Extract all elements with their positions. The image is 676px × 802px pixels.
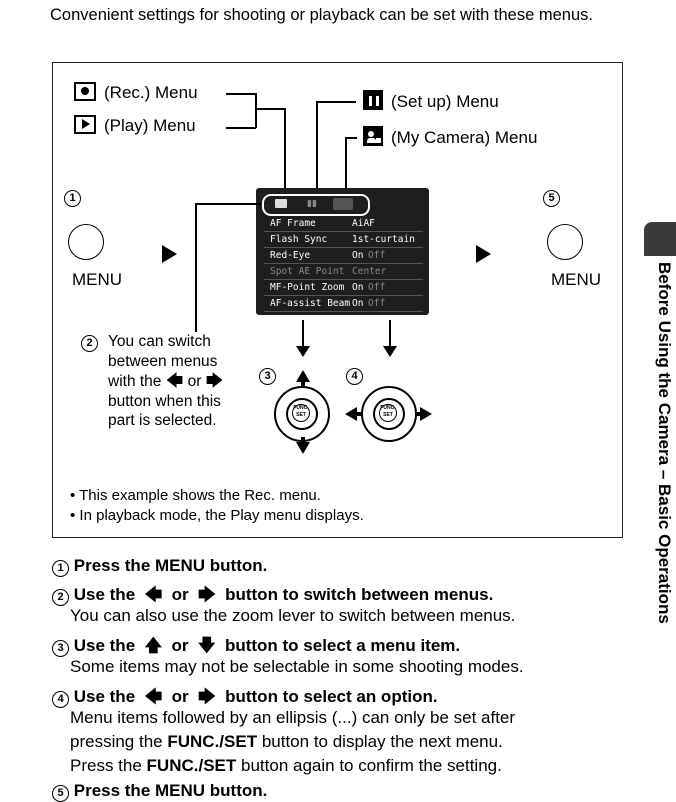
rec-camera-icon (74, 82, 96, 101)
arrow-down-icon (383, 346, 397, 357)
arrow-down-icon (296, 346, 310, 357)
lcd-item-value: 1st-curtain (352, 234, 415, 245)
diagram-frame (52, 62, 623, 538)
note-2: • In playback mode, the Play menu displa… (70, 507, 364, 524)
step-4: 4 Use the 🡄 or 🡆 button to select an opt… (52, 684, 438, 713)
switch-menus-description: You can switch between menus with the 🡄 … (108, 333, 224, 429)
right-arrow-icon: 🡆 (205, 371, 224, 390)
step-3-detail: Some items may not be selectable in some… (70, 657, 524, 676)
arrow-right-icon (476, 245, 491, 263)
step-number-5: 5 (543, 188, 560, 207)
rec-menu-label: (Rec.) Menu (74, 82, 198, 103)
intro-text: Convenient settings for shooting or play… (50, 6, 593, 24)
left-arrow-icon: 🡄 (165, 371, 184, 390)
lcd-item-value: On (352, 250, 364, 261)
step-number-4: 4 (346, 366, 363, 385)
control-dial-ring (373, 398, 405, 430)
up-arrow-icon: 🡅 (144, 636, 163, 655)
step-1: 1 Press the MENU button. (52, 556, 267, 577)
arrow-shaft (301, 437, 305, 443)
step-number-2: 2 (81, 333, 98, 352)
lcd-menu-row[interactable]: MF-Point Zoom On Off (264, 280, 423, 296)
lcd-item-value: On (352, 298, 364, 309)
lcd-item-name: Flash Sync (270, 234, 328, 245)
menu-label-left: MENU (72, 270, 123, 289)
control-dial-ring (286, 398, 318, 430)
section-tab (644, 222, 676, 256)
menu-label-right: MENU (551, 270, 602, 289)
connector-line (226, 127, 256, 129)
connector-line (255, 93, 257, 128)
left-arrow-icon: 🡄 (144, 585, 163, 604)
mycamera-tab-icon (333, 198, 353, 210)
arrow-shaft (356, 412, 362, 416)
down-arrow-icon: 🡇 (198, 636, 216, 655)
arrow-right-icon (162, 245, 177, 263)
lcd-item-name: AF Frame (270, 218, 316, 229)
menu-button-left[interactable] (68, 224, 104, 260)
note-1: • This example shows the Rec. menu. (70, 487, 321, 504)
connector-line (389, 320, 391, 348)
left-arrow-icon: 🡄 (144, 687, 163, 706)
connector-line (316, 101, 318, 192)
arrow-up-icon (296, 370, 310, 382)
connector-line (195, 203, 197, 332)
lcd-item-value: On (352, 282, 364, 293)
step-4-detail-1: Menu items followed by an ellipsis (...)… (70, 708, 516, 727)
rec-tab-icon (275, 199, 287, 208)
mycamera-menu-label: (My Camera) Menu (363, 126, 537, 148)
step-3: 3 Use the 🡅 or 🡇 button to select a menu… (52, 633, 460, 662)
step-4-detail-3: Press the FUNC./SET button again to conf… (70, 756, 502, 775)
lcd-item-alt: Off (368, 282, 386, 293)
lcd-item-name: Spot AE Point (270, 266, 345, 277)
step-number-3: 3 (259, 366, 276, 385)
right-arrow-icon: 🡆 (198, 687, 216, 706)
setup-tab-icon: ▮▮ (307, 198, 317, 208)
lcd-item-value: AiAF (352, 218, 375, 229)
setup-menu-label: (Set up) Menu (363, 90, 499, 112)
lcd-item-alt: Off (368, 250, 386, 261)
step-2: 2 Use the 🡄 or 🡆 button to switch betwee… (52, 582, 493, 611)
play-icon (74, 115, 96, 134)
lcd-item-name: AF-assist Beam (270, 298, 351, 309)
section-title-vertical: Before Using the Camera – Basic Operatio… (655, 262, 674, 624)
arrow-shaft (301, 381, 305, 387)
lcd-menu-row[interactable]: AF Frame AiAF (264, 216, 423, 232)
connector-line (302, 320, 304, 348)
lcd-item-name: MF-Point Zoom (270, 282, 345, 293)
play-menu-label: (Play) Menu (74, 115, 196, 136)
func-set-button[interactable]: FUNC. SET (379, 404, 397, 422)
right-arrow-icon: 🡆 (198, 585, 216, 604)
step-number-1: 1 (64, 188, 81, 207)
menu-button-right[interactable] (547, 224, 583, 260)
connector-line (284, 108, 286, 192)
connector-line (226, 93, 256, 95)
connector-line (345, 137, 347, 192)
func-set-button[interactable]: FUNC. SET (292, 404, 310, 422)
lcd-menu-row[interactable]: Flash Sync 1st-curtain (264, 232, 423, 248)
mycamera-icon (363, 126, 383, 146)
connector-line (195, 203, 261, 205)
step-5: 5 Press the MENU button. (52, 781, 267, 802)
connector-line (345, 137, 357, 139)
connector-line (316, 101, 356, 103)
step-2-detail: You can also use the zoom lever to switc… (70, 606, 516, 625)
wrench-icon (363, 90, 383, 110)
arrow-left-icon (345, 407, 357, 421)
arrow-down-icon (296, 442, 310, 454)
lcd-item-alt: Off (368, 298, 386, 309)
arrow-shaft (415, 412, 421, 416)
lcd-menu-row[interactable]: Red-Eye On Off (264, 248, 423, 264)
arrow-right-icon (420, 407, 432, 421)
menu-tabs-highlight[interactable] (262, 194, 370, 216)
lcd-item-value: Center (352, 266, 387, 277)
connector-line (255, 108, 285, 110)
lcd-menu-row[interactable]: Spot AE Point Center (264, 264, 423, 280)
step-4-detail-2: pressing the FUNC./SET button to display… (70, 732, 503, 751)
lcd-item-name: Red-Eye (270, 250, 311, 261)
